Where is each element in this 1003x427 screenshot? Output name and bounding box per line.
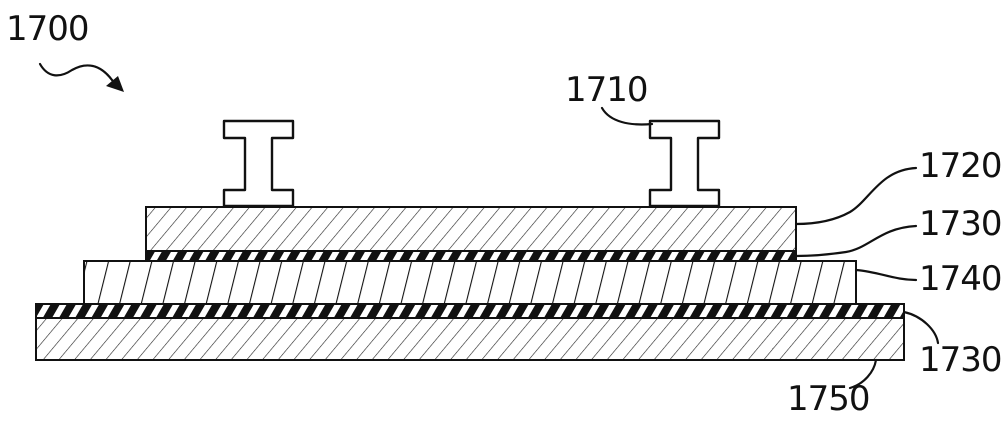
callout-1710: 1710: [565, 70, 654, 126]
layer-1730-lower: [35, 303, 905, 319]
callout-1750: 1750: [787, 358, 878, 419]
layer-1730-upper-leader: [794, 224, 918, 258]
callout-1730-lower: 1730: [902, 310, 1003, 380]
layer-1730-upper: [145, 250, 797, 262]
rails-ref-label: 1710: [565, 70, 648, 110]
layer-1740: [83, 260, 857, 305]
rails-leader: [600, 106, 654, 126]
figure-ref-arrow: [38, 62, 124, 92]
layer-1740-ref-label: 1740: [919, 259, 1002, 299]
figure-ref-label: 1700: [6, 9, 89, 49]
layer-1720-ref-label: 1720: [919, 146, 1002, 186]
layer-1740-leader: [854, 268, 918, 282]
figure-ref-arrowhead: [106, 76, 124, 92]
layer-1730-lower-leader: [902, 310, 940, 345]
rail-left: [222, 119, 295, 208]
rail-right: [648, 119, 721, 208]
layer-1730-upper-ref-label: 1730: [919, 204, 1002, 244]
layer-1720: [145, 206, 797, 252]
figure-label-group: 1700: [6, 9, 124, 92]
callout-1730-upper: 1730: [794, 204, 1003, 258]
layer-1750: [35, 317, 905, 361]
layer-1730-lower-ref-label: 1730: [919, 340, 1002, 380]
callout-1720: 1720: [794, 146, 1003, 226]
layer-1750-leader: [848, 358, 878, 390]
callout-1740: 1740: [854, 259, 1003, 299]
layer-1720-leader: [794, 166, 918, 226]
